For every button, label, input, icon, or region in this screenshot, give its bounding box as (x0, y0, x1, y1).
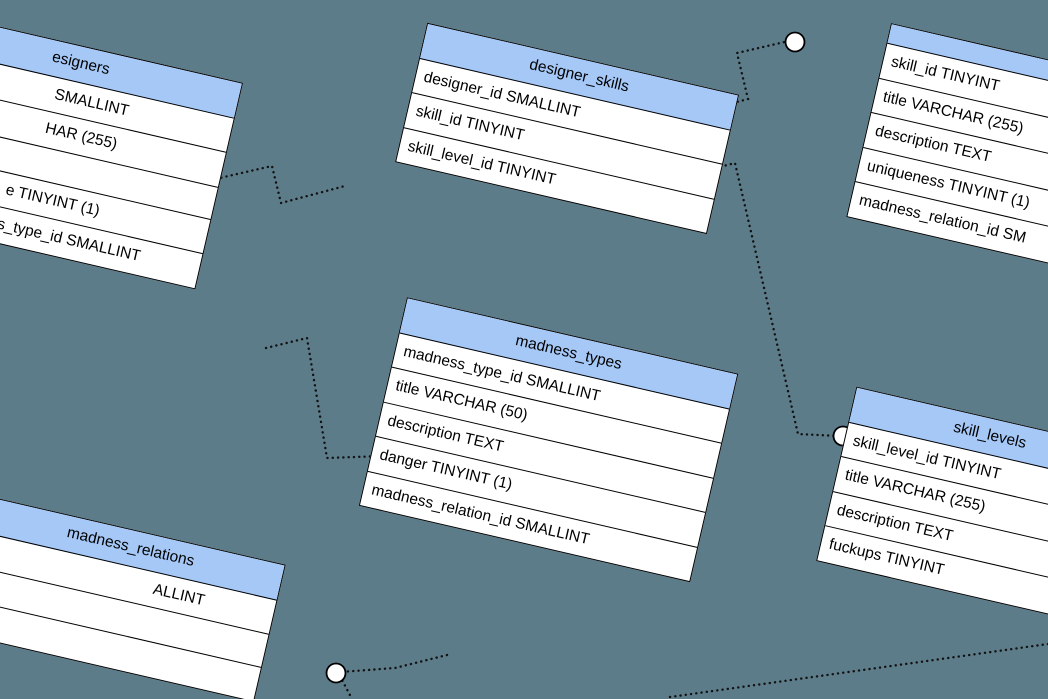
table-madness-relations[interactable]: madness_relations ALLINT (0, 495, 286, 699)
table-skills[interactable]: skill_id TINYINT title VARCHAR (255) des… (846, 23, 1048, 291)
table-skill-levels[interactable]: skill_levels skill_level_id TINYINT titl… (816, 386, 1048, 629)
endpoint-skills (784, 31, 806, 53)
connector-madness-relations-skill-levels (338, 674, 354, 699)
table-designer-skills[interactable]: designer_skills designer_id SMALLINT ski… (395, 22, 740, 235)
table-madness-types[interactable]: madness_types madness_type_id SMALLINT t… (358, 297, 739, 583)
table-skills-rows: skill_id TINYINT title VARCHAR (255) des… (848, 43, 1048, 290)
table-designers[interactable]: esigners SMALLINT HAR (255) e TINYINT (1… (0, 8, 243, 289)
